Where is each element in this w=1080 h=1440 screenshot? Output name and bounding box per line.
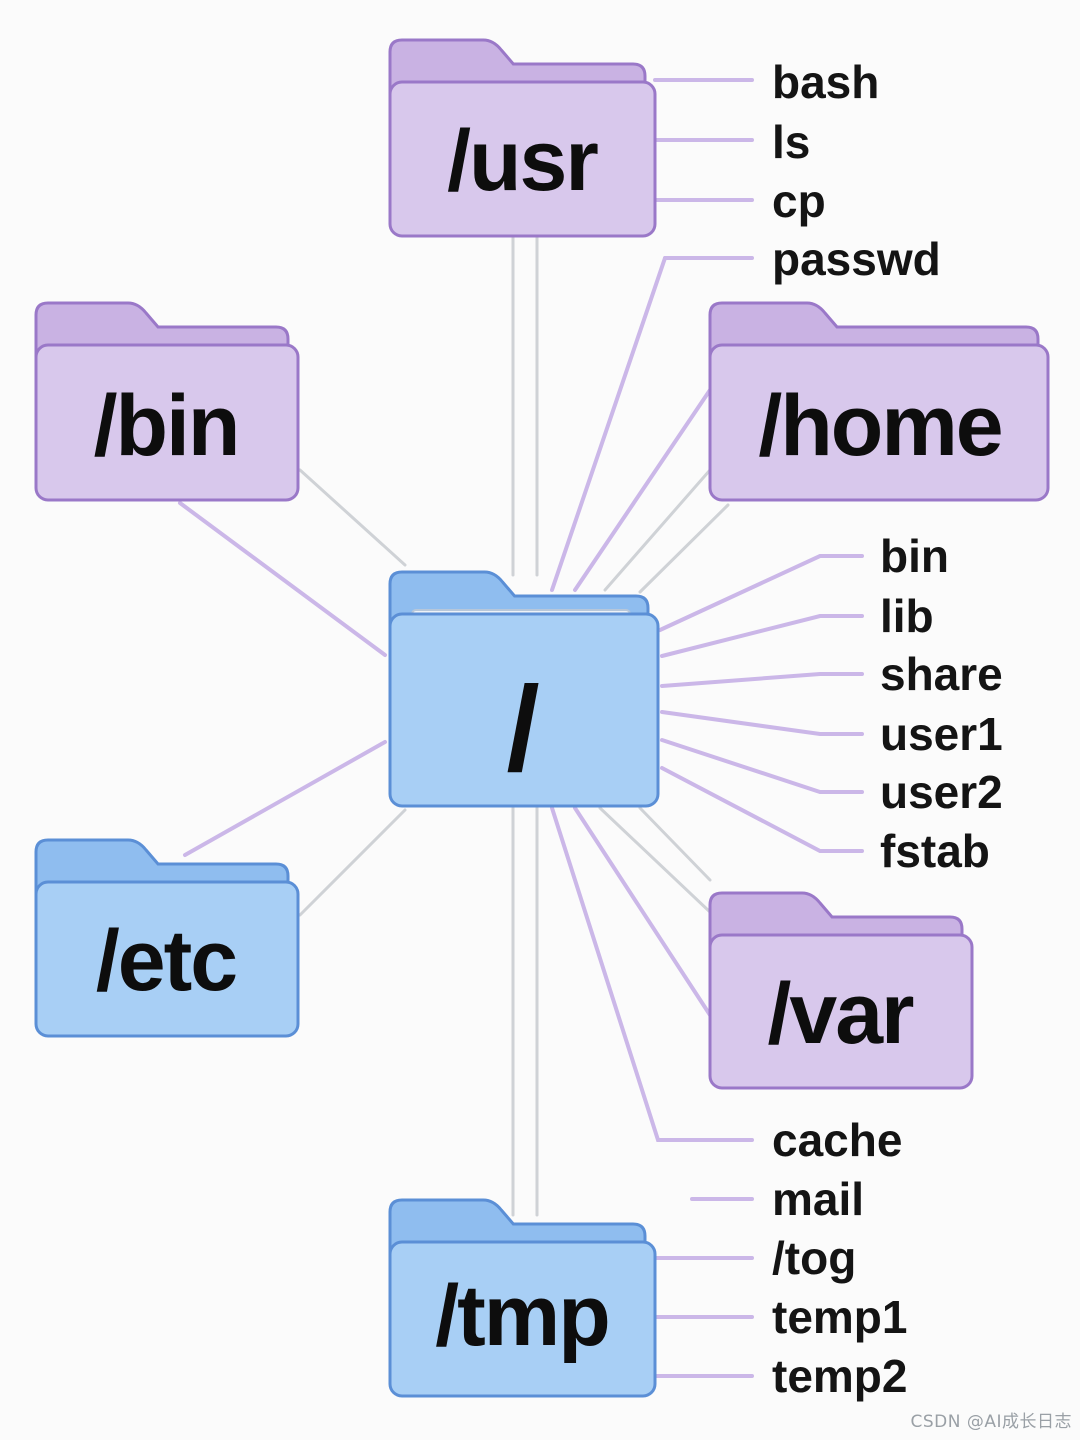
folders [34, 38, 1050, 1398]
folder-label-home: /home [758, 378, 1001, 474]
connector-root-var-3 [638, 806, 712, 882]
file-label: /tog [772, 1232, 856, 1284]
folder-root-front [388, 612, 660, 808]
connector-root-home [573, 388, 712, 592]
folder-tmp-icon [388, 1198, 657, 1398]
file-label: mail [772, 1173, 864, 1225]
connector-root-home-2 [603, 468, 712, 592]
folder-bin-front [34, 343, 300, 502]
connector-root-passwd [550, 256, 667, 592]
file-label: bin [880, 530, 949, 582]
folder-home-icon [708, 301, 1050, 502]
file-label: temp1 [772, 1291, 907, 1343]
folder-usr-front [388, 80, 657, 238]
connector-right-user2 [660, 738, 864, 794]
folder-bin-icon [34, 301, 300, 502]
folder-var-icon [708, 891, 974, 1090]
folder-label-tmp: /tmp [435, 1268, 609, 1364]
connector-root-home-3 [638, 503, 730, 594]
connector-root-bin-2 [298, 468, 407, 567]
connector-root-etc-2 [298, 808, 407, 917]
folder-label-usr: /usr [447, 113, 598, 209]
file-label: ls [772, 116, 810, 168]
file-label: cache [772, 1114, 902, 1166]
connector-right-share [660, 672, 864, 688]
file-label: fstab [880, 825, 990, 877]
folder-var-front [708, 933, 974, 1090]
file-label: cp [772, 175, 826, 227]
folder-label-bin: /bin [94, 378, 239, 474]
bottom-file-list: cache mail /tog temp1 temp2 [772, 1114, 907, 1402]
folder-etc-icon [34, 838, 300, 1038]
folder-home-front [708, 343, 1050, 502]
file-label: temp2 [772, 1350, 907, 1402]
connector-root-cache [550, 806, 754, 1142]
connector-root-var-2 [573, 806, 712, 1017]
file-label: passwd [772, 233, 941, 285]
folder-etc-front [34, 880, 300, 1038]
file-label: lib [880, 590, 934, 642]
folder-label-etc: /etc [96, 913, 236, 1009]
file-label: user2 [880, 766, 1003, 818]
folder-label-root: / [506, 662, 539, 796]
connector-right-user1 [660, 710, 864, 736]
file-label: bash [772, 56, 879, 108]
usr-file-list: bash ls cp passwd [772, 56, 941, 285]
connector-right-fstab [660, 766, 864, 853]
connector-root-var [598, 806, 712, 914]
watermark: CSDN @AI成长日志 [910, 1412, 1072, 1432]
connectors [178, 78, 864, 1378]
connector-root-etc [183, 740, 387, 857]
connector-right-lib [660, 614, 864, 658]
connector-right-bin [658, 554, 864, 632]
folder-usr-icon [388, 38, 657, 238]
folder-tmp-front [388, 1240, 657, 1398]
file-label: share [880, 648, 1003, 700]
right-file-list: bin lib share user1 user2 fstab [880, 530, 1003, 877]
file-label: user1 [880, 708, 1003, 760]
folder-root-icon [388, 570, 660, 808]
folder-labels: /usr /bin /home / /etc /var /tmp [94, 113, 1004, 1364]
folder-label-var: /var [767, 966, 914, 1062]
connector-root-bin [178, 501, 387, 657]
